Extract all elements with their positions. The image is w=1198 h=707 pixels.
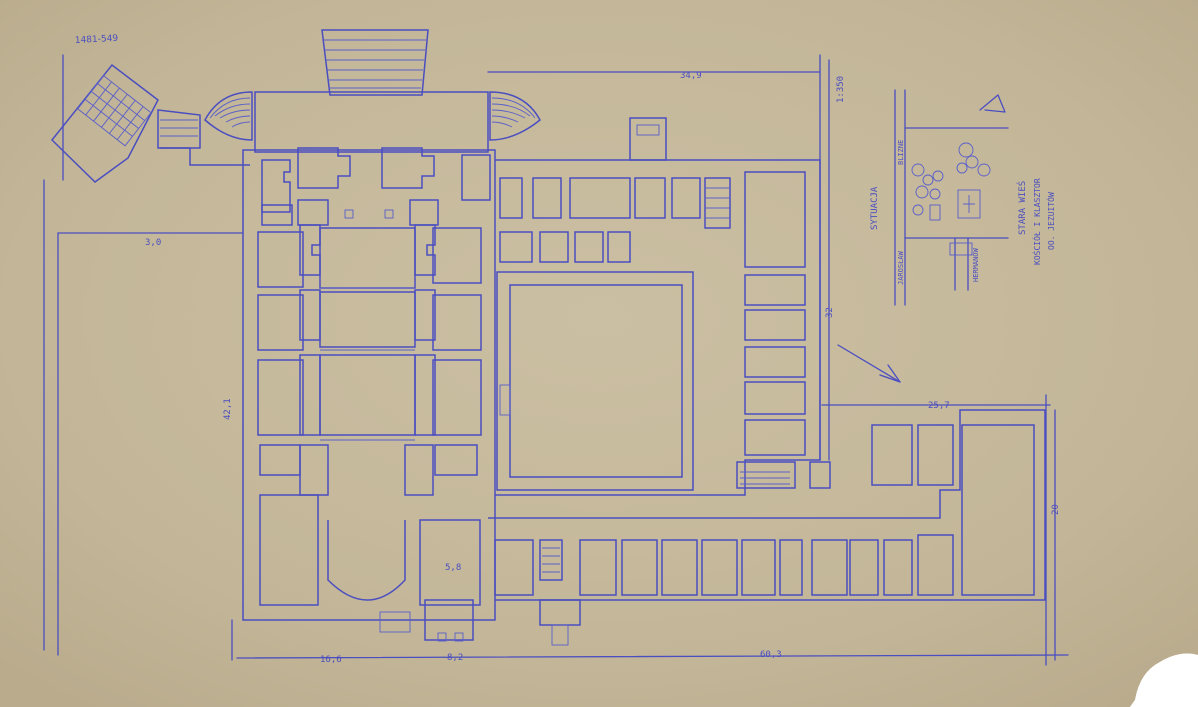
church-caption: KOŚCIÓŁ I KLASZTOR <box>1031 178 1042 265</box>
dim-right-wing-height: 32 <box>825 307 835 318</box>
road-hermanow: HERMANÓW <box>971 247 980 282</box>
detached-outbuilding <box>50 63 250 183</box>
dim-passage-width: 5,8 <box>445 563 461 573</box>
curved-stairs-left <box>204 91 253 141</box>
road-blizne: BLIZNE <box>897 140 905 165</box>
dim-left-offset: 3,0 <box>145 238 161 248</box>
dim-top-width: 34,9 <box>680 71 702 81</box>
village-name: STARA WIEŚ <box>1016 181 1028 235</box>
dim-bottom-left: 16,6 <box>320 655 342 665</box>
dimension-labels: 34,9 3,0 42,1 32 16,6 8,2 60,3 25,7 20 5… <box>75 34 1061 665</box>
north-sign <box>979 94 1006 113</box>
site-boundary-lines <box>43 54 1069 666</box>
curved-stairs-right <box>489 91 541 141</box>
situation-plan: SYTUACJA JAROSŁAW BLIZNE HERMANÓW STARA … <box>870 89 1056 306</box>
dim-bottom-right: 60,3 <box>760 650 782 660</box>
situation-title: SYTUACJA <box>870 186 880 230</box>
dim-bottom-mid: 8,2 <box>447 653 463 663</box>
south-wing <box>488 409 1046 646</box>
church-nave <box>242 147 496 642</box>
dim-right-height: 20 <box>1051 504 1061 515</box>
order-caption: OO. JEZUITÓW <box>1045 192 1056 250</box>
road-jaroslaw: JAROSŁAW <box>897 250 905 285</box>
paper-torn-corner <box>1130 653 1198 707</box>
scale-label: 1:350 <box>836 76 846 103</box>
dim-right-wing-width: 25,7 <box>928 401 950 411</box>
reference-code: 1481-549 <box>75 34 119 46</box>
main-entrance-stairs <box>254 29 489 153</box>
dim-left-height: 42,1 <box>223 398 233 420</box>
direction-arrow <box>837 344 901 383</box>
monastery-cloister <box>495 117 831 496</box>
